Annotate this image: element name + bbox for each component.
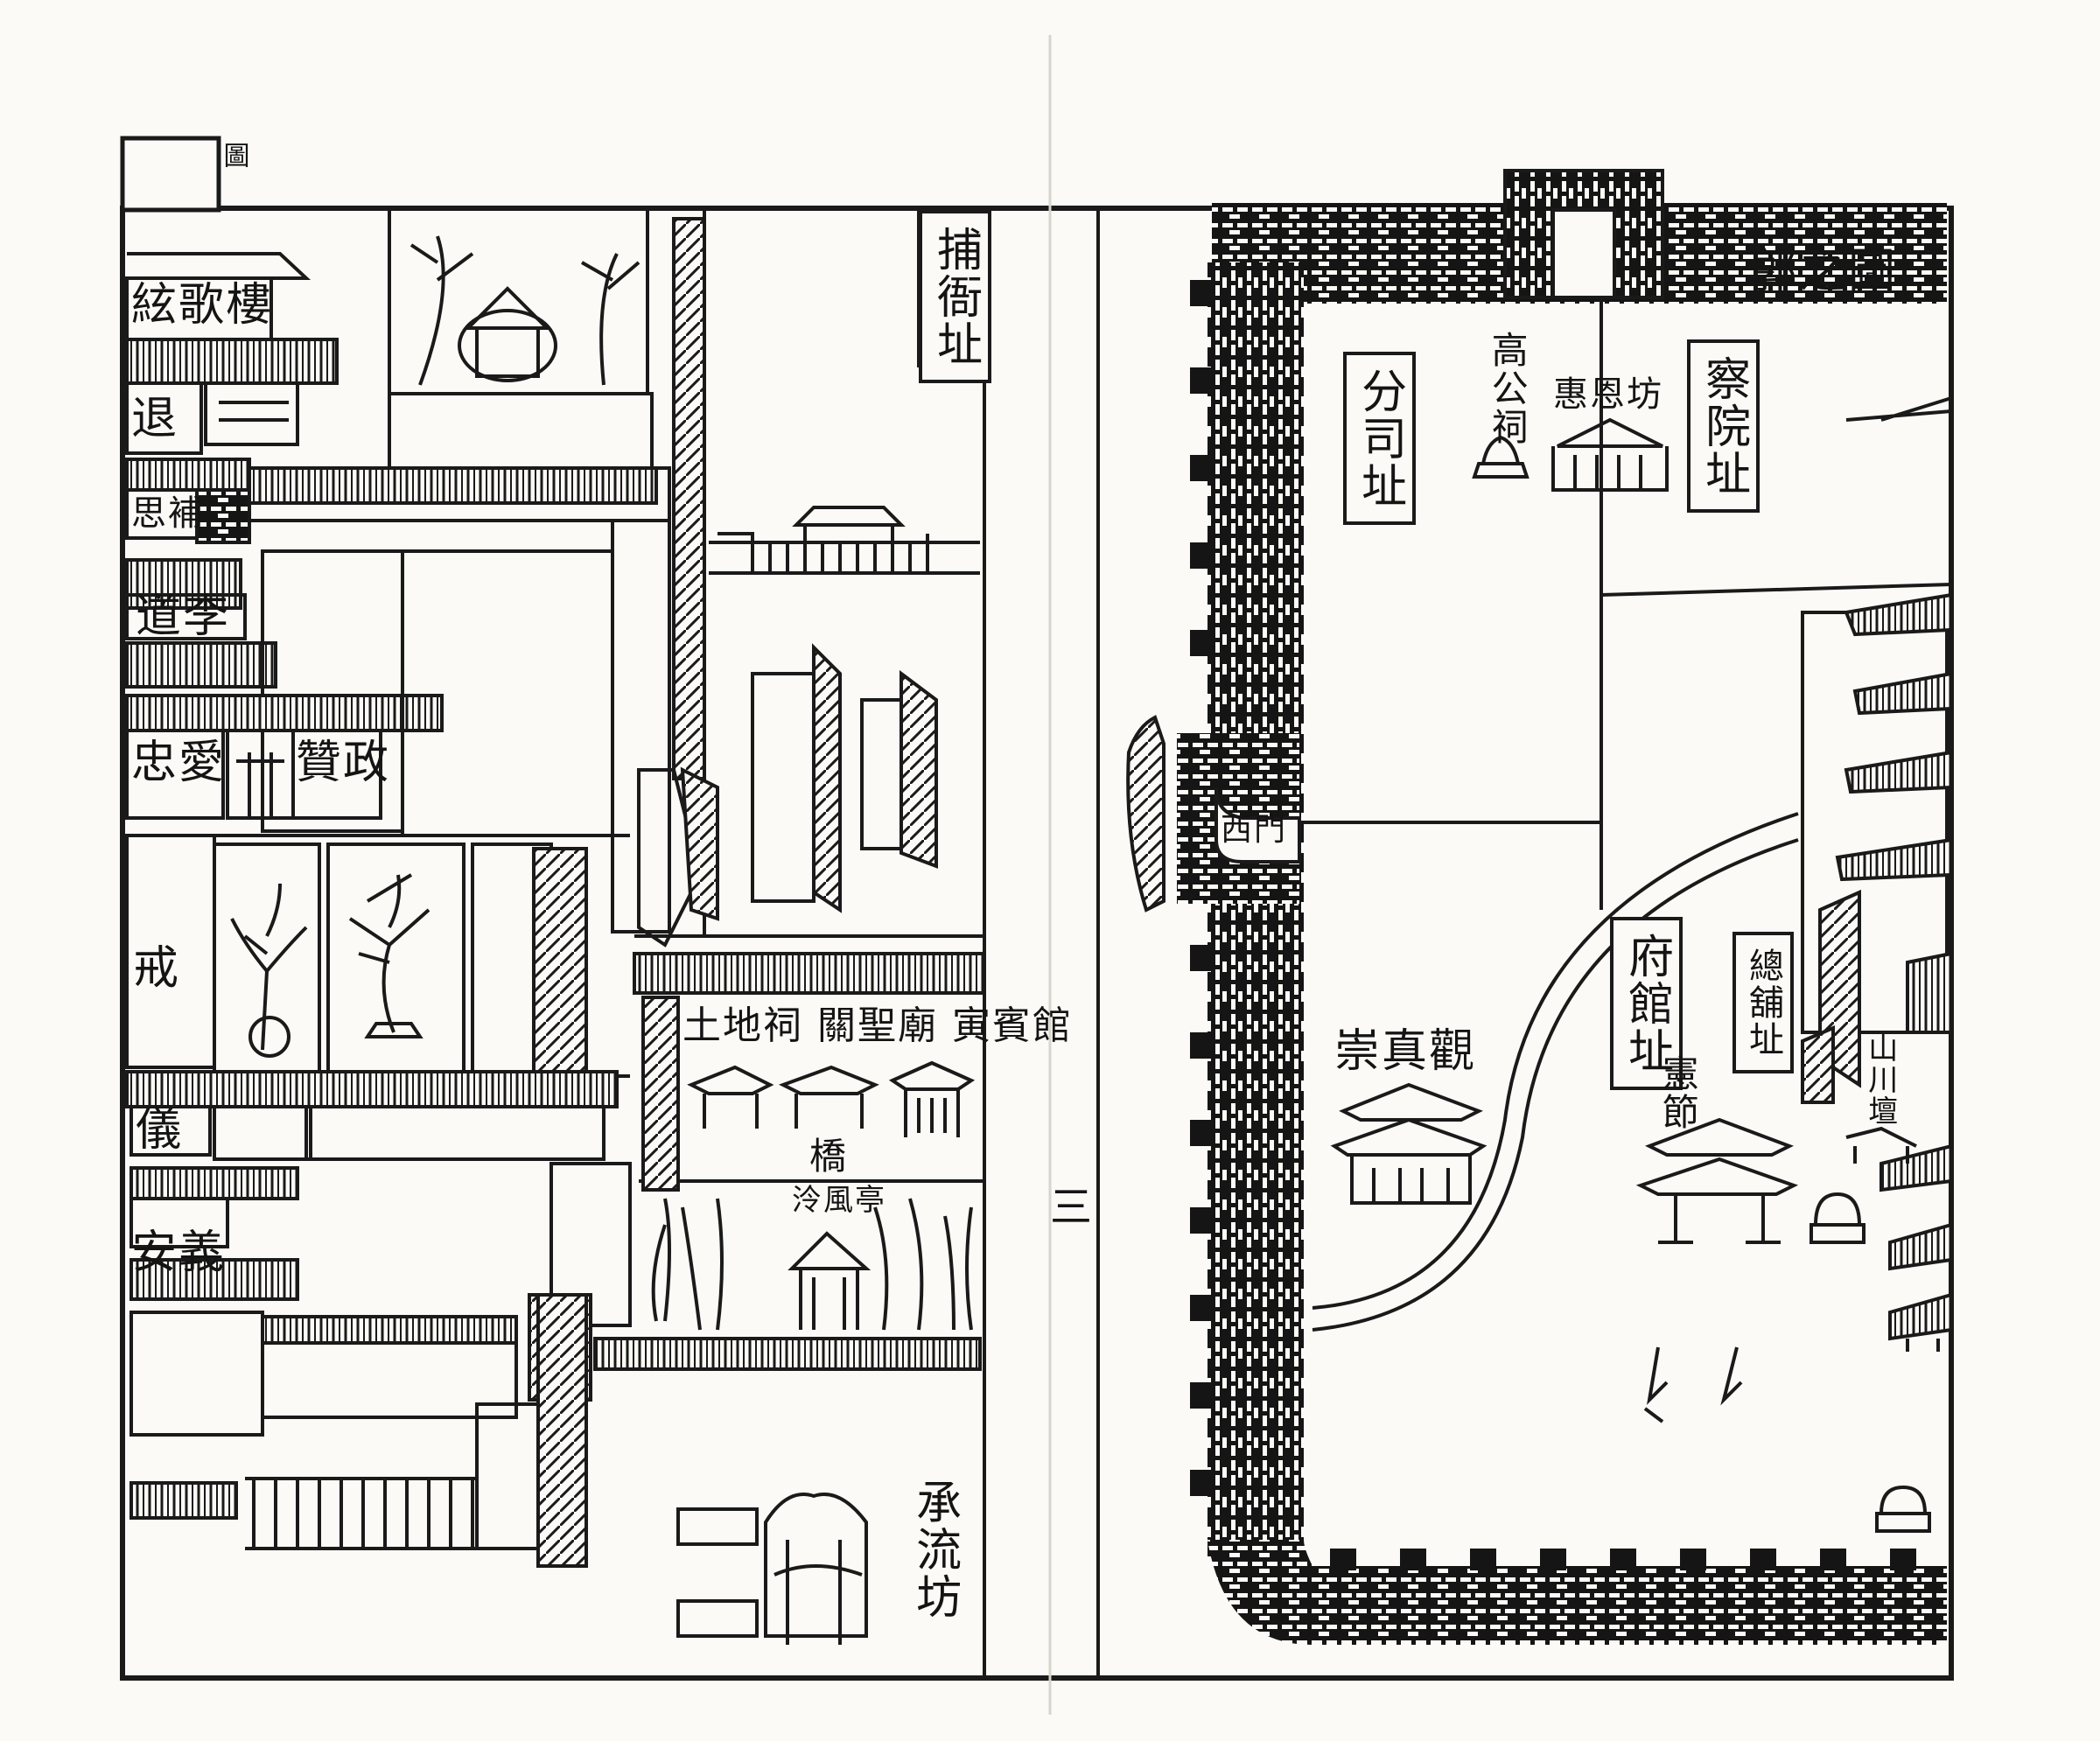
left-leaf-drawing [125, 208, 986, 1645]
label-chayuan: 察院址 [1687, 339, 1760, 513]
folio-number: 三 [1050, 1183, 1095, 1232]
label-huien: 惠恩坊 [1553, 374, 1663, 415]
label-xianjia: 絃歌樓 [131, 279, 274, 332]
label-zongbu: 總舖址 [1732, 932, 1794, 1073]
label-chengliu: 承流坊 [907, 1479, 961, 1620]
label-temples: 土地祠 關聖廟 寅賓館 [682, 1003, 1073, 1048]
label-ximen: 西門 [1221, 812, 1288, 848]
label-gaoshi: 高公祠 [1486, 331, 1530, 446]
label-fensi: 分司址 [1343, 352, 1416, 525]
label-yimen: 儀 [136, 1104, 184, 1157]
label-zanzheng: 贊政 [296, 737, 391, 789]
outer-frame [120, 35, 1954, 1715]
label-map-title: 郭之圖 [1750, 243, 1897, 298]
label-daoli: 道李 [136, 591, 231, 643]
right-leaf-drawing [1126, 169, 1953, 1645]
corner-tab-label: 圖 [218, 142, 249, 170]
label-sien: 思補 [131, 493, 205, 534]
label-beimen: 北門 [1563, 214, 1608, 295]
label-jie: 戒 [133, 942, 181, 995]
corner-tab [120, 136, 221, 213]
label-zhongai: 忠愛 [131, 737, 227, 789]
label-buya: 捕衙址 [919, 210, 991, 383]
label-xianpu: 憲節 [1656, 1054, 1700, 1131]
label-chongzhen: 崇真觀 [1334, 1025, 1477, 1078]
label-shanchuan: 山川壇 [1862, 1032, 1898, 1127]
label-anyi: 安義 [131, 1227, 227, 1279]
label-lingfeng: 泠風亭 [792, 1183, 886, 1218]
label-fuguan: 府館址 [1610, 917, 1683, 1090]
label-qiao: 橋 [809, 1135, 849, 1178]
label-tui: 退 [131, 393, 179, 445]
